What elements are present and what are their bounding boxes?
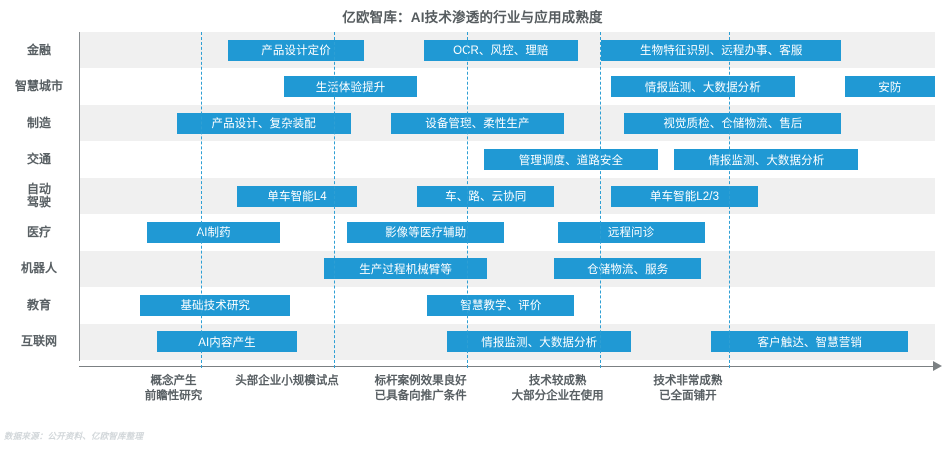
x-axis-line	[79, 366, 935, 367]
category-label-互联网: 互联网	[20, 334, 57, 349]
y-axis-line	[79, 32, 80, 361]
bar-segment[interactable]: 情报监测、大数据分析	[611, 76, 795, 98]
bar-segment[interactable]: 生物特征识别、远程办事、客服	[601, 39, 842, 61]
category-label-智慧城市: 智慧城市	[14, 79, 63, 94]
category-label-金融: 金融	[26, 42, 51, 57]
bar-segment[interactable]: 远程问诊	[557, 221, 705, 243]
stage-label-3: 标杆案例效果良好已具备向推广条件	[374, 375, 467, 402]
bar-segment[interactable]: 情报监测、大数据分析	[674, 149, 859, 171]
bar-segment[interactable]: 管理调度、道路安全	[484, 149, 658, 171]
bar-segment[interactable]: 设备管理、柔性生产	[390, 112, 565, 134]
row-band	[80, 250, 935, 288]
gridline-4	[599, 32, 601, 368]
x-axis-stage-labels: 概念产生前瞻性研究 头部企业小规模试点 标杆案例效果良好已具备向推广条件 技术较成熟大…	[0, 374, 945, 418]
stage-label-2: 头部企业小规模试点	[235, 375, 339, 387]
bar-segment[interactable]: AI内容产生	[156, 331, 298, 353]
bar-segment[interactable]: 产品设计、复杂装配	[176, 112, 351, 134]
bar-segment[interactable]: 影像等医疗辅助	[347, 221, 505, 243]
gridline-3	[466, 32, 468, 368]
category-label-教育: 教育	[26, 297, 51, 312]
x-axis-arrow-icon	[933, 361, 942, 371]
bar-segment[interactable]: 情报监测、大数据分析	[447, 331, 632, 353]
stage-label-1: 概念产生前瞻性研究	[144, 375, 203, 402]
source-footnote: 数据来源：公开资料、亿欧智库整理	[4, 431, 144, 441]
stage-label-5: 技术非常成熟已全面铺开	[653, 375, 723, 402]
gridline-2	[333, 32, 335, 368]
bar-segment[interactable]: 视觉质检、仓储物流、售后	[624, 112, 842, 134]
category-label-制造: 制造	[26, 115, 51, 130]
bar-segment[interactable]: 产品设计定价	[228, 39, 364, 61]
bar-segment[interactable]: 安防	[844, 76, 935, 98]
bar-segment[interactable]: 单车智能L2/3	[611, 185, 758, 207]
bar-segment[interactable]: 车、路、云协同	[417, 185, 555, 207]
stage-label-4: 技术较成熟大部分企业在使用	[511, 375, 604, 402]
bar-segment[interactable]: 仓储物流、服务	[554, 258, 702, 280]
category-label-自动驾驶: 自动驾驶	[26, 182, 51, 209]
category-label-机器人: 机器人	[20, 261, 57, 276]
bar-segment[interactable]: 生活体验提升	[283, 76, 418, 98]
bar-segment[interactable]: 生产过程机械臂等	[323, 258, 488, 280]
bar-segment[interactable]: 智慧教学、评价	[427, 294, 575, 316]
bar-segment[interactable]: 基础技术研究	[140, 294, 291, 316]
category-label-column: 金融智慧城市制造交通自动驾驶医疗机器人教育互联网	[0, 32, 78, 360]
gridline-1	[200, 32, 202, 368]
bar-segment[interactable]: AI制药	[146, 221, 281, 243]
gridline-5	[728, 32, 730, 368]
bar-segment[interactable]: 客户触达、智慧营销	[711, 331, 909, 353]
page-title: 亿欧智库：AI技术渗透的行业与应用成熟度	[342, 10, 603, 25]
category-label-交通: 交通	[26, 152, 51, 167]
bar-segment[interactable]: OCR、风控、理赔	[424, 39, 578, 61]
bar-segment[interactable]: 单车智能L4	[236, 185, 358, 207]
category-label-医疗: 医疗	[26, 224, 51, 239]
row-band	[80, 68, 935, 105]
